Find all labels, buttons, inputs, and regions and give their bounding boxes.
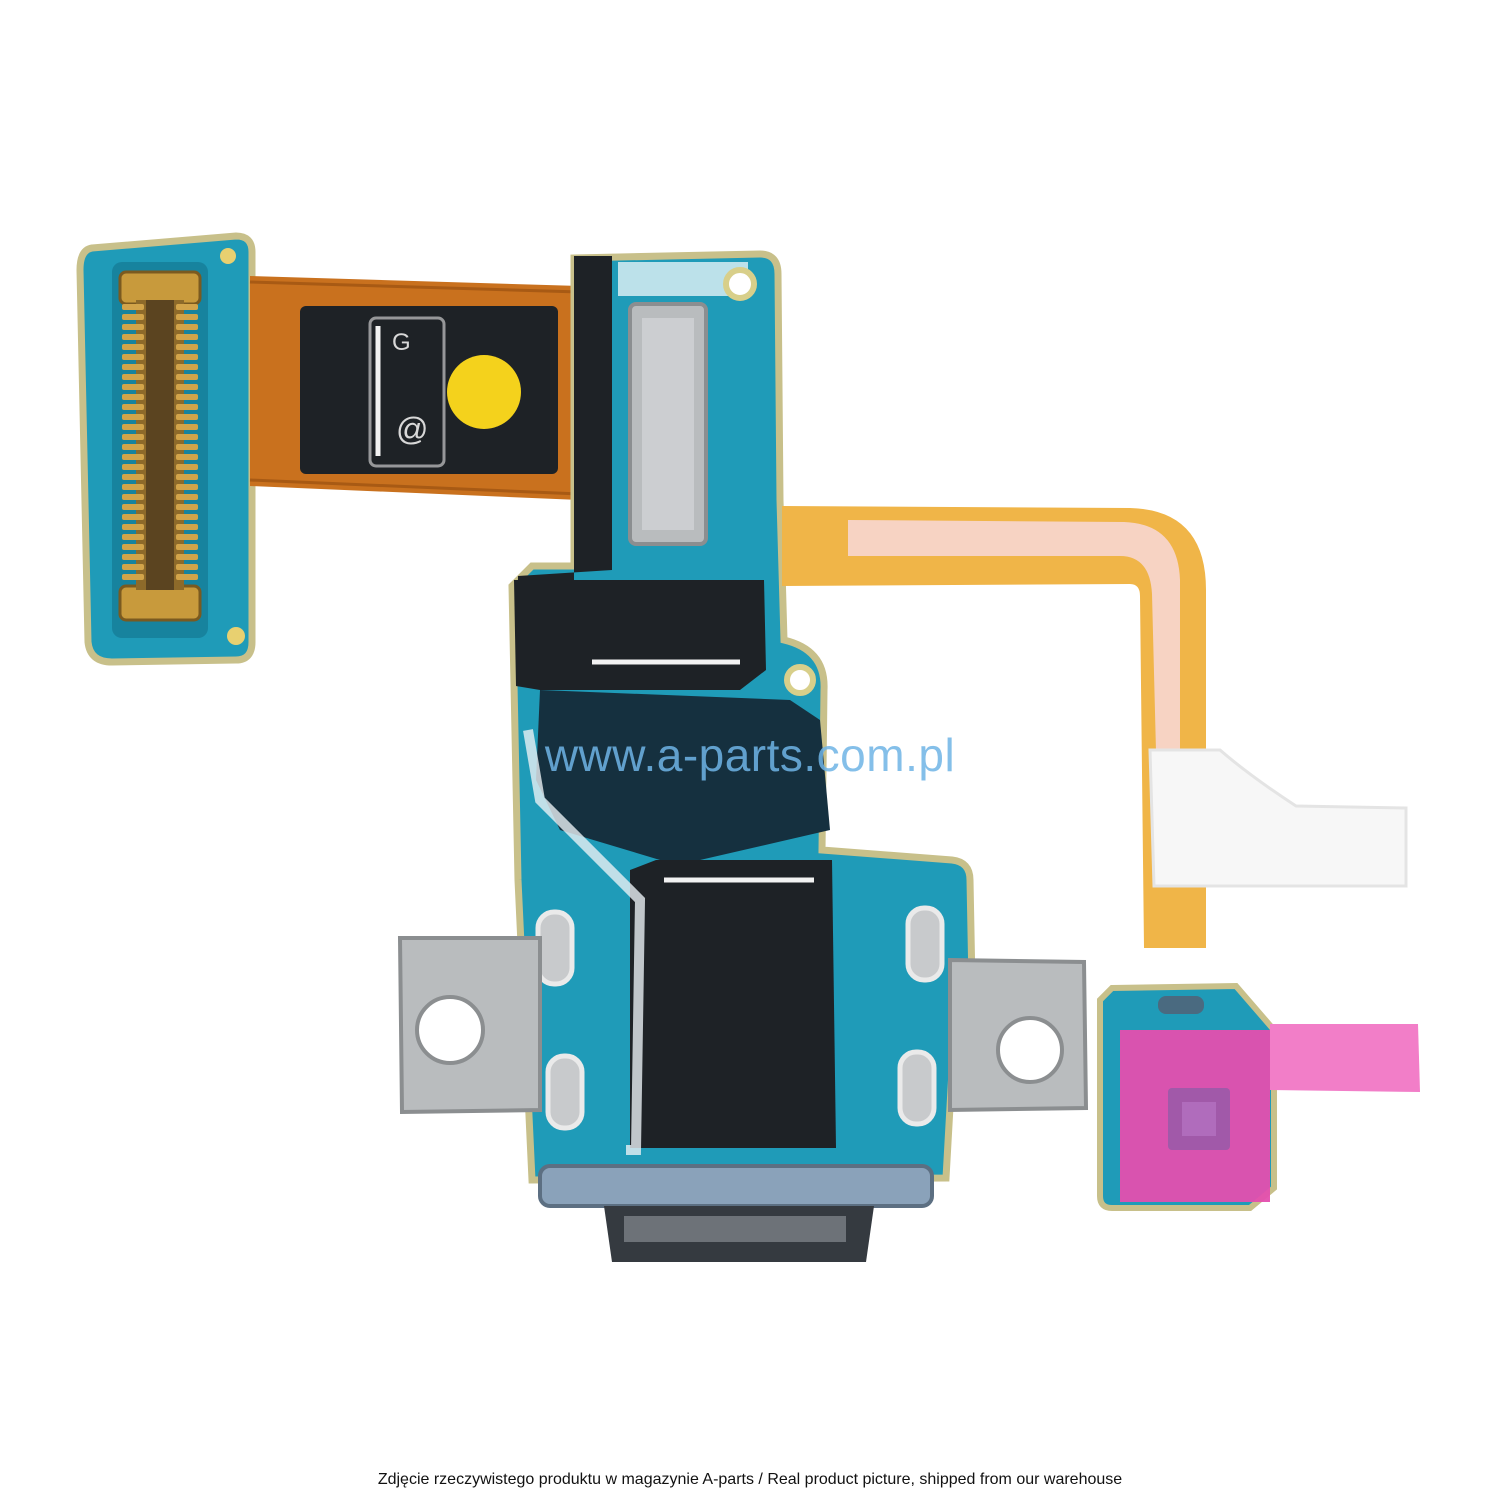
connector-pin <box>176 444 198 450</box>
connector-pin <box>122 484 144 490</box>
connector-pin <box>122 524 144 530</box>
connector-pin <box>176 454 198 460</box>
connector-pin <box>122 324 144 330</box>
metal-mounting-bracket <box>397 936 1089 1115</box>
main-charging-pcb <box>508 250 976 1184</box>
connector-pin <box>176 414 198 420</box>
connector-pin <box>176 514 198 520</box>
connector-pin <box>122 504 144 510</box>
connector-pin <box>176 544 198 550</box>
connector-pin <box>176 404 198 410</box>
connector-pin <box>122 544 144 550</box>
connector-pin <box>122 454 144 460</box>
connector-pin <box>122 494 144 500</box>
connector-pin <box>176 394 198 400</box>
connector-pin <box>122 464 144 470</box>
connector-pin <box>176 464 198 470</box>
connector-pin <box>122 334 144 340</box>
connector-pin <box>176 324 198 330</box>
connector-pin <box>176 314 198 320</box>
connector-pin <box>176 424 198 430</box>
connector-pin <box>122 354 144 360</box>
connector-pin <box>176 484 198 490</box>
connector-pin <box>176 524 198 530</box>
connector-pin <box>122 364 144 370</box>
connector-pin <box>122 424 144 430</box>
connector-pin <box>122 574 144 580</box>
connector-pin <box>176 344 198 350</box>
yellow-flex-to-sensor <box>782 506 1408 948</box>
connector-pin <box>122 304 144 310</box>
connector-pin <box>176 374 198 380</box>
connector-pin <box>122 404 144 410</box>
connector-pin <box>122 534 144 540</box>
yellow-dot <box>447 355 521 429</box>
connector-pin <box>122 434 144 440</box>
connector-pin <box>176 564 198 570</box>
connector-pin <box>122 564 144 570</box>
photo-caption: Zdjęcie rzeczywistego produktu w magazyn… <box>377 1471 1123 1488</box>
connector-pin <box>176 354 198 360</box>
connector-pin <box>176 554 198 560</box>
watermark-url: www.a-parts.com.pl <box>544 729 956 781</box>
connector-pin <box>122 474 144 480</box>
connector-pin <box>176 504 198 510</box>
connector-pin <box>122 514 144 520</box>
usb-c-port <box>538 1164 934 1262</box>
board-marking-at: @ <box>396 411 428 447</box>
connector-pin <box>122 444 144 450</box>
connector-pin <box>176 494 198 500</box>
connector-pin <box>122 384 144 390</box>
connector-pin <box>176 304 198 310</box>
board-marking-g: G <box>392 329 411 356</box>
sensor-board <box>1097 982 1420 1211</box>
connector-pin <box>122 374 144 380</box>
connector-pin <box>176 474 198 480</box>
connector-pin <box>122 414 144 420</box>
connector-pin <box>176 534 198 540</box>
connector-pin <box>122 344 144 350</box>
connector-pin <box>176 364 198 370</box>
connector-pin <box>122 554 144 560</box>
orange-flex-cable: G @ <box>249 276 581 500</box>
connector-pin <box>122 314 144 320</box>
connector-pin <box>176 334 198 340</box>
connector-pin <box>176 574 198 580</box>
connector-pin <box>176 434 198 440</box>
btb-connector-board <box>76 232 256 666</box>
connector-pin <box>122 394 144 400</box>
connector-pin <box>176 384 198 390</box>
